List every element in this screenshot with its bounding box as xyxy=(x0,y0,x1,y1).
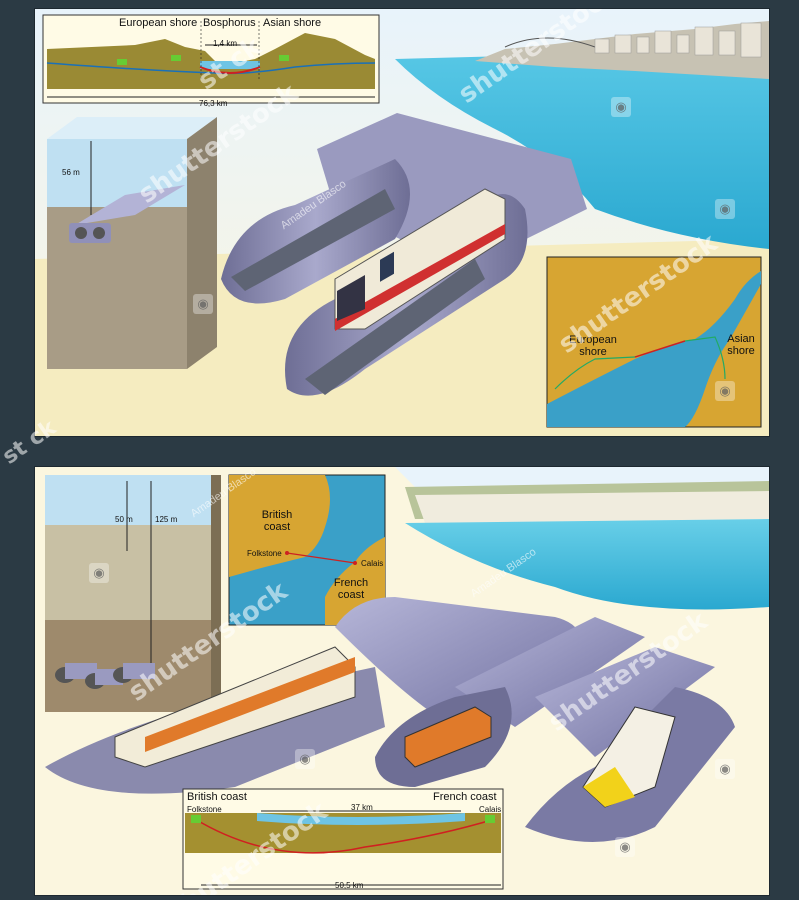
map-french-coast-label: French coast xyxy=(333,577,369,601)
map-calais-label: Calais xyxy=(361,559,384,568)
profile-crossing-length: 1,4 km xyxy=(213,39,238,48)
depth-block xyxy=(45,475,221,712)
bosphorus-map xyxy=(546,256,762,428)
profile-undersea-length: 37 km xyxy=(351,803,373,812)
profile-folkstone-label: Folkstone xyxy=(187,805,222,814)
camera-icon: ◉ xyxy=(715,199,735,219)
sea-area xyxy=(405,519,769,610)
profile-european-shore-label: European shore xyxy=(119,17,198,29)
channel-illustration xyxy=(35,467,769,895)
camera-icon: ◉ xyxy=(193,294,213,314)
tunnel-section xyxy=(221,113,587,396)
camera-icon: ◉ xyxy=(611,97,631,117)
channel-panel: 50 m 125 m British coast Folkstone Calai… xyxy=(34,466,770,896)
depth-label: 56 m xyxy=(62,168,80,177)
depth-total-label: 125 m xyxy=(155,515,178,524)
camera-icon: ◉ xyxy=(715,759,735,779)
profile-total-length: 76,3 km xyxy=(199,99,228,108)
profile-asian-shore-label: Asian shore xyxy=(263,17,322,29)
profile-total-length: 50,5 km xyxy=(335,881,364,890)
sea-area xyxy=(395,49,769,249)
channel-map xyxy=(228,474,386,626)
map-folkstone-label: Folkstone xyxy=(247,549,282,558)
profile-british-coast-label: British coast xyxy=(187,791,247,803)
profile-diagram xyxy=(42,14,380,104)
camera-icon: ◉ xyxy=(89,563,109,583)
tunnel-section xyxy=(45,597,735,842)
camera-icon: ◉ xyxy=(295,749,315,769)
camera-icon: ◉ xyxy=(715,381,735,401)
profile-calais-label: Calais xyxy=(479,805,502,814)
camera-icon: ◉ xyxy=(615,837,635,857)
depth-water-label: 50 m xyxy=(115,515,133,524)
map-british-coast-label: British coast xyxy=(261,509,293,533)
profile-diagram xyxy=(182,788,504,890)
bosphorus-panel: European shore Bosphorus Asian shore 1,4… xyxy=(34,8,770,437)
profile-bosphorus-label: Bosphorus xyxy=(203,17,256,29)
depth-block xyxy=(47,117,217,369)
map-european-shore-label: European shore xyxy=(569,334,617,358)
bosphorus-illustration xyxy=(35,9,769,436)
profile-french-coast-label: French coast xyxy=(433,791,497,803)
map-asian-shore-label: Asian shore xyxy=(727,333,755,357)
